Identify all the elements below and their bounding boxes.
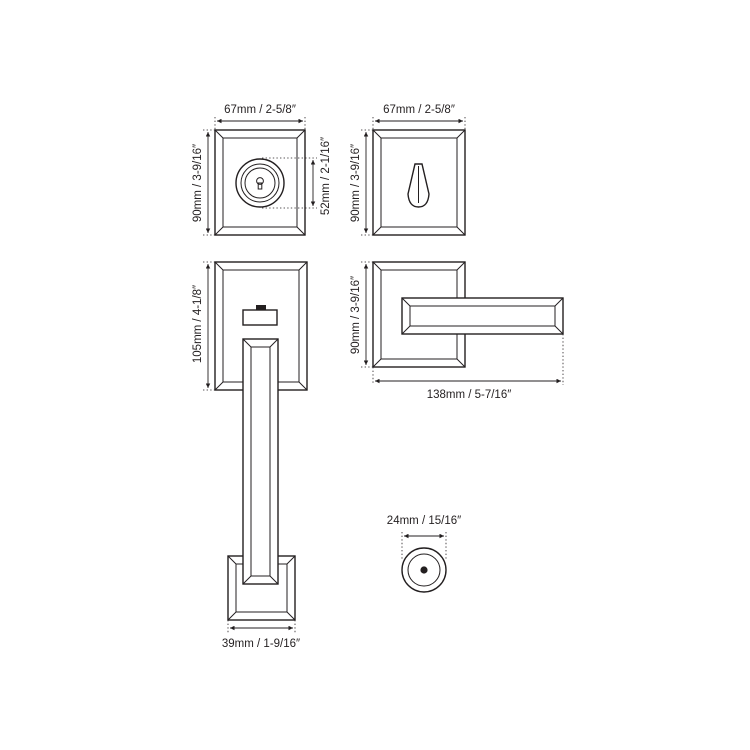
deadbolt-height-label: 90mm / 3-9/16″ <box>192 144 204 222</box>
handleset-height-dimension: 105mm / 4-1/8″ <box>192 261 215 391</box>
deadbolt-cylinder-dimension: 52mm / 2-1/16″ <box>262 137 332 215</box>
lever-length-label: 138mm / 5-7/16″ <box>427 389 512 401</box>
lever-height-label: 90mm / 3-9/16″ <box>350 276 362 354</box>
lever-handle <box>401 297 564 335</box>
handleset-view: 105mm / 4-1/8″ 39mm / 1-9/16″ <box>192 261 308 650</box>
privacy-release-hole-icon <box>420 566 428 574</box>
thumbturn-height-label: 90mm / 3-9/16″ <box>350 144 362 222</box>
thumbturn-knob-icon <box>407 163 430 208</box>
thumbturn-width-label: 67mm / 2-5/8″ <box>383 104 455 116</box>
deadbolt-cylinder-label: 52mm / 2-1/16″ <box>320 137 332 215</box>
handleset-width-label: 39mm / 1-9/16″ <box>222 638 300 650</box>
lever-height-dimension: 90mm / 3-9/16″ <box>350 261 373 368</box>
thumbturn-width-dimension: 67mm / 2-5/8″ <box>372 104 466 130</box>
deadbolt-width-label: 67mm / 2-5/8″ <box>224 104 296 116</box>
handleset-height-label: 105mm / 4-1/8″ <box>192 285 204 363</box>
thumbturn-view: 67mm / 2-5/8″ 90mm / 3-9/16″ <box>350 104 466 236</box>
lever-view: 90mm / 3-9/16″ 138mm / 5-7/16″ <box>350 261 564 401</box>
thumb-latch-icon <box>242 305 278 326</box>
handleset-grip <box>242 338 279 585</box>
privacy-knob-view: 24mm / 15/16″ <box>387 515 461 593</box>
handleset-width-dimension: 39mm / 1-9/16″ <box>222 620 300 650</box>
keyhole-icon <box>256 177 264 190</box>
deadbolt-width-dimension: 67mm / 2-5/8″ <box>214 104 306 130</box>
privacy-diameter-label: 24mm / 15/16″ <box>387 515 461 527</box>
deadbolt-view: 67mm / 2-5/8″ 90mm / 3-9/16″ 52mm / 2-1/… <box>192 104 332 236</box>
privacy-diameter-dimension: 24mm / 15/16″ <box>387 515 461 560</box>
deadbolt-height-dimension: 90mm / 3-9/16″ <box>192 129 215 236</box>
lever-length-dimension: 138mm / 5-7/16″ <box>372 334 564 401</box>
thumbturn-height-dimension: 90mm / 3-9/16″ <box>350 129 373 236</box>
